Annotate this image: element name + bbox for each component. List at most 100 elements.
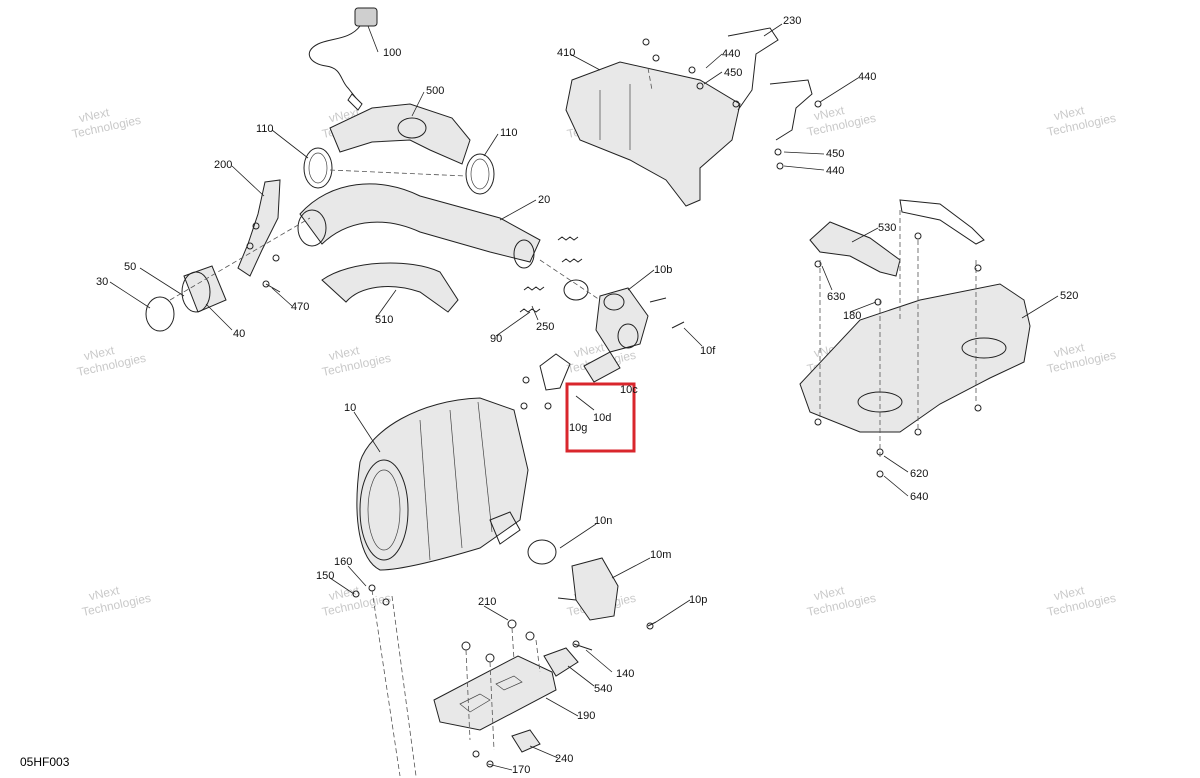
callout-440: 440 (722, 48, 740, 60)
callout-140: 140 (616, 668, 634, 680)
callout-10: 10 (344, 402, 356, 414)
clamp-110-right (465, 153, 495, 195)
callout-110: 110 (500, 127, 518, 139)
svg-text:vNext: vNext (328, 583, 362, 603)
svg-text:vNext: vNext (573, 340, 607, 360)
callout-labels: 100 500 110 110 200 20 50 30 40 470 510 … (96, 15, 1078, 776)
callout-150: 150 (316, 570, 334, 582)
watermark: vNext Technologies (71, 105, 142, 141)
callout-500: 500 (426, 85, 444, 97)
callout-450: 450 (826, 148, 844, 160)
isolator-540 (543, 647, 579, 677)
callout-440: 440 (858, 71, 876, 83)
watermark: vNext Technologies (806, 583, 877, 619)
pipe-10c (520, 351, 621, 410)
watermark: vNext Technologies (1046, 583, 1117, 619)
bracket-200 (237, 179, 281, 277)
callout-240: 240 (555, 753, 573, 765)
hardware-440-450 (642, 38, 822, 170)
watermark: vNext Technologies (1046, 340, 1117, 376)
support-plate-190 (433, 655, 557, 731)
svg-text:vNext: vNext (1053, 583, 1087, 603)
bolts-210 (461, 619, 535, 663)
watermark: vNext Technologies (321, 583, 392, 619)
clamp-110-left (303, 147, 333, 189)
callout-470: 470 (291, 301, 309, 313)
svg-text:vNext: vNext (88, 583, 122, 603)
callout-10b: 10b (654, 264, 672, 276)
watermark: vNext Technologies (81, 583, 152, 619)
callout-10d: 10d (593, 412, 611, 424)
callout-10n: 10n (594, 515, 612, 527)
callout-40: 40 (233, 328, 245, 340)
callout-10c: 10c (620, 384, 638, 396)
callout-250: 250 (536, 321, 554, 333)
callout-160: 160 (334, 556, 352, 568)
isolator-240 (511, 729, 541, 753)
callout-230: 230 (783, 15, 801, 27)
heat-shield-520 (799, 283, 1031, 433)
svg-text:vNext: vNext (78, 105, 112, 125)
watermark: vNext Technologies (76, 343, 147, 379)
highlight-box (565, 382, 636, 453)
callout-520: 520 (1060, 290, 1078, 302)
callout-190: 190 (577, 710, 595, 722)
svg-text:vNext: vNext (813, 103, 847, 123)
callout-510: 510 (375, 314, 393, 326)
ring-10n (527, 539, 557, 565)
callout-440: 440 (826, 165, 844, 177)
spring-set (519, 236, 589, 313)
flange-10b (595, 287, 685, 353)
heat-shield-410 (565, 61, 741, 207)
callout-210: 210 (478, 596, 496, 608)
watermark: vNext Technologies (321, 343, 392, 379)
gasket-30 (145, 296, 175, 332)
svg-text:vNext: vNext (1053, 103, 1087, 123)
strap-230 (727, 27, 813, 141)
bracket-530 (809, 199, 985, 277)
callout-10p: 10p (689, 594, 707, 606)
heat-shield-500 (329, 103, 471, 165)
watermark: vNext Technologies (806, 103, 877, 139)
assembly-lines (169, 67, 977, 777)
callout-200: 200 (214, 159, 232, 171)
bolt-140 (572, 640, 593, 651)
callout-20: 20 (538, 194, 550, 206)
bracket-10m (557, 557, 619, 621)
oxygen-sensor-100 (308, 7, 378, 111)
figure-code: 05HF003 (20, 755, 70, 769)
callout-170: 170 (512, 764, 530, 776)
muffler-10 (356, 397, 529, 571)
svg-text:vNext: vNext (1053, 340, 1087, 360)
callout-540: 540 (594, 683, 612, 695)
svg-text:vNext: vNext (813, 583, 847, 603)
callout-410: 410 (557, 47, 575, 59)
callout-50: 50 (124, 261, 136, 273)
callout-450: 450 (724, 67, 742, 79)
hardware-150-160 (352, 584, 390, 606)
coupler-40 (181, 265, 227, 313)
callout-10m: 10m (650, 549, 671, 561)
callout-90: 90 (490, 333, 502, 345)
callout-180: 180 (843, 310, 861, 322)
heat-shield-510 (321, 262, 459, 313)
callout-10g: 10g (569, 422, 587, 434)
watermark: vNext Technologies (1046, 103, 1117, 139)
nuts-170 (472, 750, 494, 768)
leader-lines (109, 23, 1059, 771)
callout-10f: 10f (700, 345, 716, 357)
callout-30: 30 (96, 276, 108, 288)
callout-640: 640 (910, 491, 928, 503)
exhaust-pipe-20 (297, 183, 541, 269)
callout-100: 100 (383, 47, 401, 59)
bolt-470 (262, 254, 281, 293)
svg-text:vNext: vNext (328, 343, 362, 363)
callout-110: 110 (256, 123, 274, 135)
callout-630: 630 (827, 291, 845, 303)
callout-620: 620 (910, 468, 928, 480)
svg-text:vNext: vNext (83, 343, 117, 363)
callout-530: 530 (878, 222, 896, 234)
bolt-10p (646, 621, 657, 630)
